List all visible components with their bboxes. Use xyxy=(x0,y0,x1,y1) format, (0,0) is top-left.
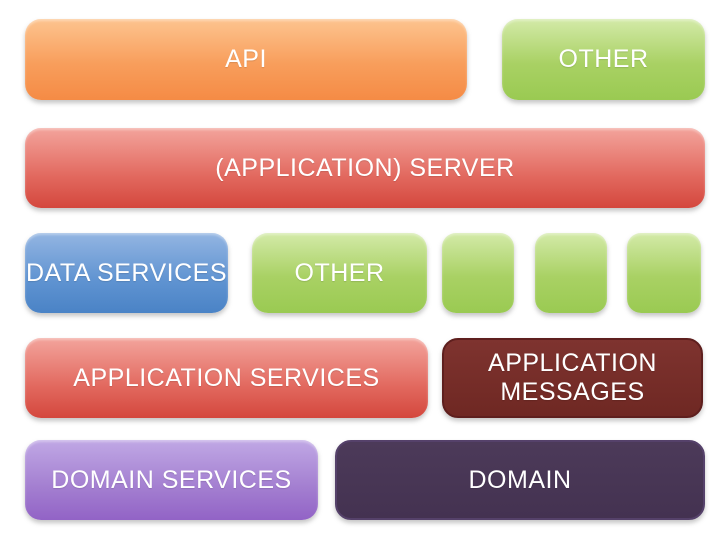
placeholder-box-2 xyxy=(535,233,607,313)
application-server-layer-box: (APPLICATION) SERVER xyxy=(25,128,705,208)
placeholder-box-1 xyxy=(442,233,514,313)
application-services-box: APPLICATION SERVICES xyxy=(25,338,428,418)
api-layer-box: API xyxy=(25,19,467,100)
domain-services-box: DOMAIN SERVICES xyxy=(25,440,318,520)
application-messages-box: APPLICATION MESSAGES xyxy=(442,338,703,418)
domain-box: DOMAIN xyxy=(335,440,705,520)
other-top-box: OTHER xyxy=(502,19,705,100)
data-services-box: DATA SERVICES xyxy=(25,233,228,313)
other-middle-box: OTHER xyxy=(252,233,427,313)
placeholder-box-3 xyxy=(627,233,701,313)
